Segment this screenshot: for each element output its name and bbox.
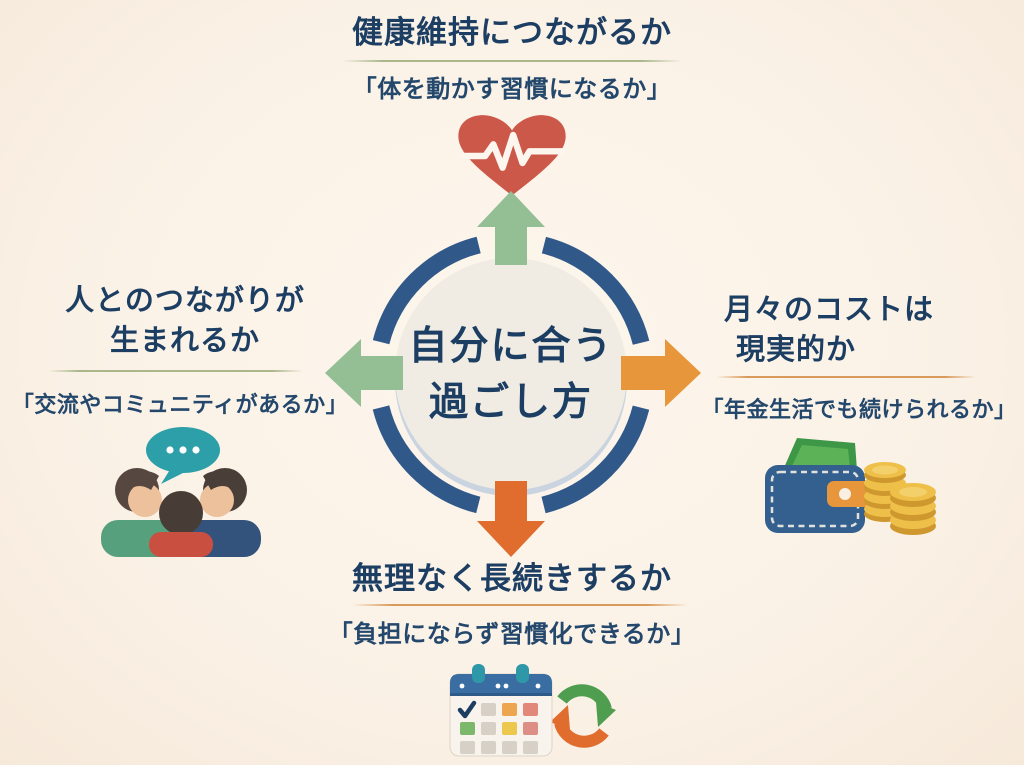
coin-stack-front xyxy=(890,483,936,535)
right-title-line2: 現実的か xyxy=(736,334,857,366)
heart-pulse-icon xyxy=(458,115,566,196)
refresh-cycle xyxy=(550,684,616,748)
bottom-title-underline xyxy=(352,604,688,606)
people-conversation-icon xyxy=(101,427,261,557)
left-title-line2: 生まれるか xyxy=(109,325,260,357)
arrow-up-icon xyxy=(477,191,545,265)
person-left xyxy=(101,468,177,557)
left-section-title: 人とのつながりが 生まれるか xyxy=(20,281,350,361)
arrow-right-icon xyxy=(621,339,701,407)
hub-diagram xyxy=(325,191,701,557)
heart-shape xyxy=(458,115,566,196)
bottom-section-title: 無理なく長続きするか xyxy=(352,561,672,596)
inner-circle xyxy=(395,258,627,490)
top-section-subtitle: 「体を動かす習慣になるか」 xyxy=(352,76,672,103)
wallet-coins-icon xyxy=(765,438,936,535)
left-title-underline xyxy=(48,370,303,372)
left-title-line1: 人とのつながりが xyxy=(65,285,305,317)
calendar-refresh-icon xyxy=(449,664,616,757)
right-title-underline xyxy=(716,376,976,378)
right-section-title: 月々のコストは 現実的か xyxy=(724,290,1014,370)
calendar-check xyxy=(457,700,477,719)
ekg-line xyxy=(458,131,566,171)
person-center xyxy=(149,491,213,557)
hub-center-line1: 自分に合う xyxy=(408,325,614,368)
hub-center-line2: 過ごし方 xyxy=(428,381,593,424)
top-title-underline xyxy=(342,60,682,62)
speech-bubble xyxy=(146,427,220,484)
arrow-left-icon xyxy=(325,339,403,407)
top-section-title: 健康維持につながるか xyxy=(352,15,672,50)
right-section-subtitle: 「年金生活でも続けられるか」 xyxy=(701,397,1017,422)
bottom-section-subtitle: 「負担にならず習慣化できるか」 xyxy=(328,621,696,648)
right-title-line1: 月々のコストは xyxy=(724,294,935,326)
left-section-subtitle: 「交流やコミュニティがあるか」 xyxy=(11,392,349,417)
banknote xyxy=(783,438,857,470)
wallet-body xyxy=(765,465,871,533)
calendar xyxy=(449,664,553,757)
hub-center-label: 自分に合う 過ごし方 xyxy=(391,292,631,458)
arrow-down-icon xyxy=(477,481,545,557)
